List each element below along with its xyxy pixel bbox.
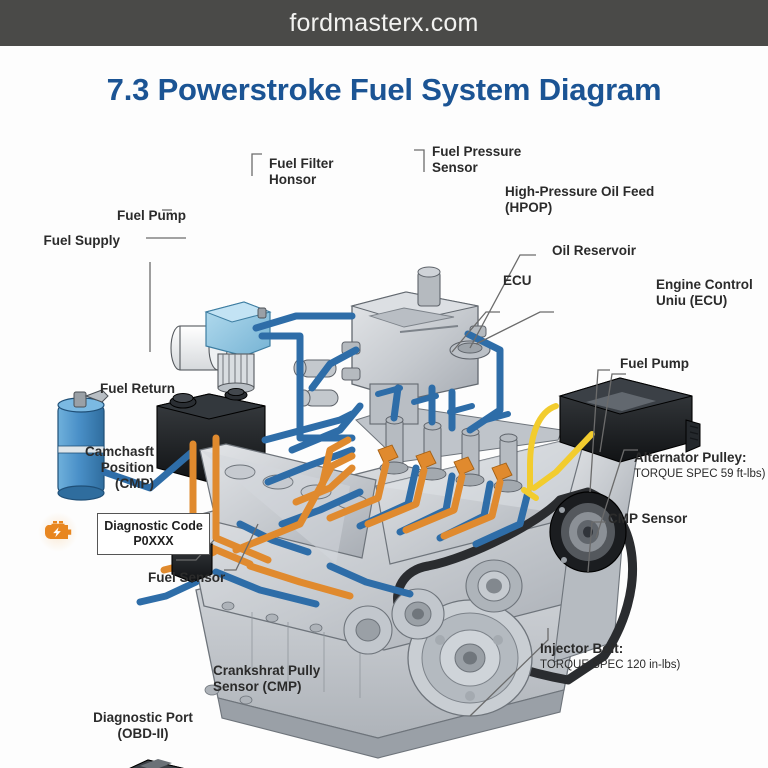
diagnostic-code-value: P0XXX [133,534,174,548]
pulley-belt-system [343,487,637,717]
label-fuel-return: Fuel Return [100,381,176,396]
label-fuel-sensor: Fuel Sensor [148,570,226,585]
label-ecu-short: ECU [503,273,532,288]
diagnostic-code-box: Diagnostic Code P0XXX [97,513,210,555]
label-engine-control-unit: Engine Control Uniu (ECU) [656,277,753,308]
label-cmp-sensor: CMP Sensor [608,511,688,526]
page-title: 7.3 Powerstroke Fuel System Diagram [106,72,662,107]
label-diagnostic-port: Diagnostic Port (OBD-II) [93,710,193,741]
label-alternator-pulley: Alternator Pulley: TORQUE SPEC 59 ft-lbs… [634,434,765,498]
ecu-wiring [521,403,595,501]
fuel-pump-assembly [170,301,272,394]
idler-pulleys [343,559,523,655]
alternator-pulley [549,491,627,573]
label-fuel-pump-top: Fuel Pump [116,208,186,223]
check-engine-icon [38,512,78,552]
label-fuel-filter-sensor: Fuel Filter Honsor [269,156,334,187]
label-fuel-pressure-sensor: Fuel Pressure Sensor [432,144,522,175]
label-oil-reservoir: Oil Reservoir [552,243,637,258]
label-injector-bolt-title: Injector Bolt: [540,641,624,656]
label-camshaft-position: Camchasft Position (CMP) [84,444,154,491]
fuel-system-diagram [0,120,768,768]
diagnostic-code-label: Diagnostic Code [104,519,203,533]
high-pressure-oil-pump [293,266,491,425]
fuel-supply-tank [57,389,109,501]
supply-line-tees [375,385,511,423]
leader-lines [146,149,638,717]
label-fuel-pump-right: Fuel Pump [620,356,690,371]
label-injector-bolt-spec: TORQUE SPEC 120 in-lbs) [540,659,681,671]
label-fuel-supply: Fuel Supply [43,233,120,248]
site-header-bar: fordmasterx.com [0,0,768,46]
diagnostic-port-obd2 [129,759,184,768]
label-alternator-pulley-spec: TORQUE SPEC 59 ft-lbs) [634,468,766,480]
site-watermark: fordmasterx.com [289,8,479,37]
label-injector-bolt: Injector Bolt: TORQUE SPEC 120 in-lbs) [540,625,680,689]
label-crankshaft-pulley-sensor: Crankshrat Pully Sensor (CMP) [213,663,321,694]
label-high-pressure-oil-feed: High-Pressure Oil Feed (HPOP) [505,184,655,215]
label-alternator-pulley-title: Alternator Pulley: [634,450,747,465]
